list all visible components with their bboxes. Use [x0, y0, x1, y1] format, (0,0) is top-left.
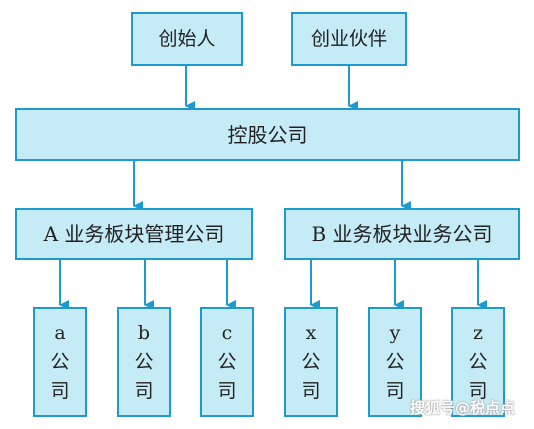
founder-label: 创始人: [158, 27, 216, 50]
leaf-letter: a: [54, 321, 66, 344]
leaf-char: 司: [385, 379, 405, 402]
leaf-company-c-box: c 公 司: [200, 307, 254, 417]
leaf-char: 公: [468, 350, 488, 373]
leaf-company-x-box: x 公 司: [284, 307, 338, 417]
leaf-char: 司: [217, 379, 237, 402]
leaf-letter: y: [389, 321, 401, 344]
sub-b-box: B 业务板块业务公司: [284, 208, 520, 260]
sub-a-box: A 业务板块管理公司: [15, 208, 253, 260]
leaf-char: 公: [385, 350, 405, 373]
founder-box: 创始人: [131, 12, 243, 66]
leaf-letter: c: [221, 321, 233, 344]
leaf-char: 公: [50, 350, 70, 373]
leaf-char: 公: [134, 350, 154, 373]
partner-box: 创业伙伴: [291, 12, 407, 66]
leaf-char: 公: [301, 350, 321, 373]
leaf-company-y-box: y 公 司: [368, 307, 422, 417]
leaf-company-b-box: b 公 司: [117, 307, 171, 417]
leaf-company-a-box: a 公 司: [33, 307, 87, 417]
holding-company-label: 控股公司: [227, 122, 308, 147]
leaf-char: 司: [468, 379, 488, 402]
partner-label: 创业伙伴: [310, 27, 387, 50]
leaf-letter: x: [305, 321, 317, 344]
leaf-letter: b: [137, 321, 151, 344]
sub-a-label: A 业务板块管理公司: [43, 222, 225, 246]
leaf-letter: z: [472, 321, 483, 344]
sub-b-label: B 业务板块业务公司: [311, 222, 493, 246]
leaf-char: 司: [134, 379, 154, 402]
leaf-company-z-box: z 公 司: [451, 307, 505, 417]
leaf-char: 公: [217, 350, 237, 373]
watermark-text: 搜狐号@税点点: [410, 399, 516, 417]
holding-company-box: 控股公司: [15, 108, 520, 161]
leaf-char: 司: [50, 379, 70, 402]
leaf-char: 司: [301, 379, 321, 402]
